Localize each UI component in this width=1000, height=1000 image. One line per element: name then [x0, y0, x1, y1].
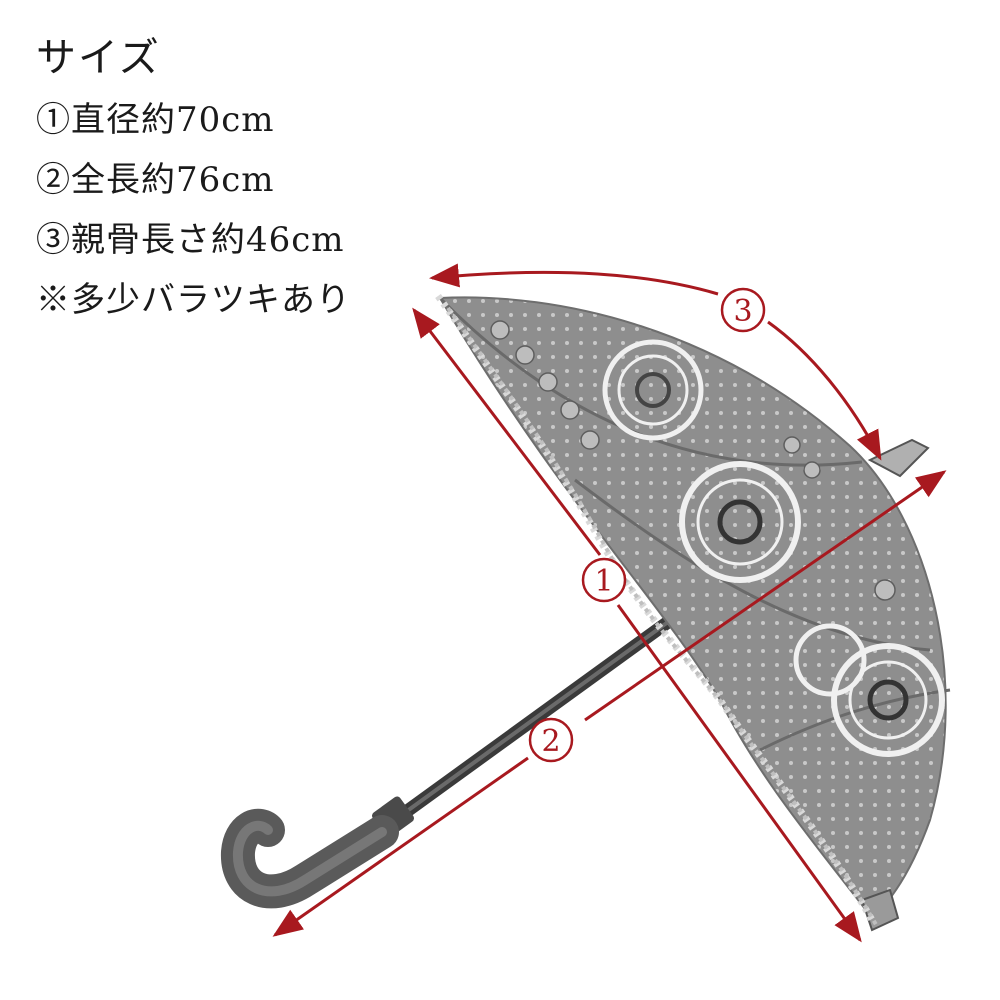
length-marker [528, 717, 574, 763]
spec-rib-length: ③親骨長さ約46cm [36, 220, 345, 260]
rib-dimension: 3 [429, 263, 882, 461]
length-dimension: 2 [272, 470, 947, 937]
size-spec: サイズ ①直径約70cm ②全長約76cm ③親骨長さ約46cm ※多少バラツキ… [36, 30, 351, 330]
rib-marker [720, 287, 766, 333]
diameter-dimension: 1 [412, 307, 862, 943]
spec-diameter: ①直径約70cm [36, 100, 275, 140]
umbrella-fringe [435, 293, 880, 930]
diameter-arrow [616, 604, 862, 943]
rib-marker-label: 3 [733, 294, 752, 329]
length-arrow [584, 470, 947, 722]
diameter-marker [581, 557, 627, 603]
rib-arc-arrow [767, 320, 882, 461]
spec-title: サイズ [36, 35, 161, 81]
length-marker-label: 2 [541, 724, 560, 759]
diameter-marker-label: 1 [594, 564, 613, 599]
umbrella-canopy [438, 296, 951, 932]
umbrella-handle [221, 796, 414, 909]
umbrella-shaft [385, 615, 675, 829]
rib-arc-arrow [429, 263, 719, 296]
diameter-arrow [412, 307, 602, 556]
spec-note: ※多少バラツキあり [36, 280, 351, 320]
length-arrow [272, 756, 529, 937]
spec-length: ②全長約76cm [36, 160, 275, 200]
